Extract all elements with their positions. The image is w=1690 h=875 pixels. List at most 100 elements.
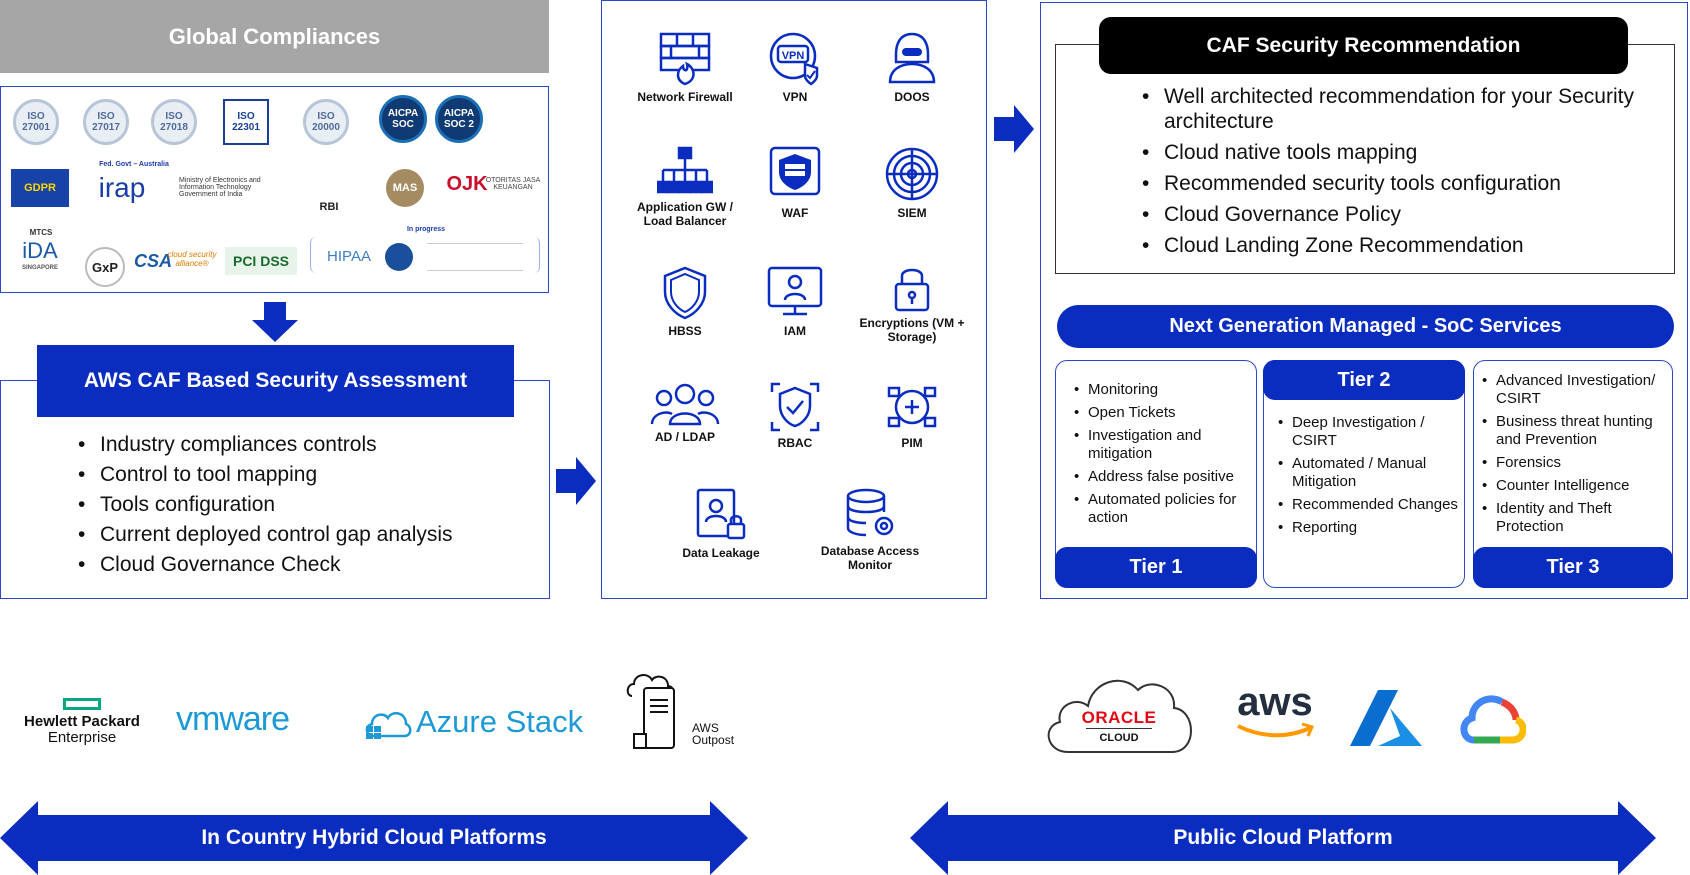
iso-20000-badge: ISO 20000	[303, 99, 349, 145]
hipaa-logo: HIPAA	[327, 247, 371, 265]
tool-encryptions: Encryptions (VM + Storage)	[852, 264, 972, 344]
waf-icon	[769, 146, 821, 196]
pci-dss-logo: PCI DSS	[225, 247, 297, 275]
list-item: Current deployed control gap analysis	[78, 520, 453, 550]
ojk-caption: OTORITAS JASA KEUANGAN	[485, 177, 541, 191]
tool-network-firewall: Network Firewall	[625, 30, 745, 104]
tool-waf: WAF	[735, 146, 855, 220]
list-item: Tools configuration	[78, 490, 453, 520]
iso-27018-badge: ISO 27018	[151, 99, 197, 145]
irap-logo: irap	[98, 172, 146, 203]
mtcs-caption: MTCS	[29, 227, 53, 237]
aws-outpost-name: AWS Outpost	[692, 721, 735, 747]
caf-assessment-list: Industry compliances controls Control to…	[78, 430, 453, 580]
shield-icon	[663, 266, 707, 320]
list-item: Advanced Investigation/ CSIRT	[1482, 372, 1672, 408]
public-double-arrow	[910, 801, 1656, 875]
svg-text:VPN: VPN	[782, 50, 805, 62]
list-item: Automated policies for action	[1074, 491, 1254, 527]
soc-services-title: Next Generation Managed - SoC Services	[1057, 305, 1674, 348]
siem-icon	[885, 147, 939, 201]
hpe-logo: Hewlett Packard Enterprise	[20, 698, 144, 746]
azure-stack-name: Azure Stack	[416, 704, 584, 739]
caf-assessment-title: AWS CAF Based Security Assessment	[37, 345, 514, 417]
aws-smile-icon	[1237, 722, 1315, 738]
hybrid-band-label: In Country Hybrid Cloud Platforms	[201, 826, 547, 849]
padlock-icon	[894, 268, 930, 312]
in-progress-label: In progress	[406, 225, 446, 233]
tool-pim: PIM	[852, 382, 972, 450]
ida-logo: iDA	[22, 238, 58, 263]
tool-doos: DOOS	[852, 30, 972, 104]
right-arrow-icon	[994, 105, 1034, 153]
emblem-logo	[427, 243, 523, 271]
global-compliances-title: Global Compliances	[0, 0, 549, 73]
list-item: Cloud Governance Policy	[1142, 202, 1662, 227]
vmware-logo: vmware	[176, 700, 290, 738]
aws-name: aws	[1237, 680, 1313, 724]
right-arrow-icon	[556, 457, 596, 505]
load-balancer-icon	[657, 146, 713, 194]
aicpa-soc2-badge: AICPA SOC 2	[435, 95, 483, 143]
oracle-cloud-caption: CLOUD	[1099, 732, 1139, 744]
tier2-list: Deep Investigation / CSIRT Automated / M…	[1278, 414, 1458, 542]
rbac-icon	[770, 382, 820, 432]
azure-icon	[1350, 690, 1422, 746]
tool-iam: IAM	[735, 264, 855, 338]
tier2-label: Tier 2	[1263, 360, 1465, 400]
csa-caption: cloud security alliance®	[167, 250, 217, 268]
hpe-mark-icon	[63, 698, 101, 710]
list-item: Counter Intelligence	[1482, 477, 1672, 495]
iso-22301-badge: ISO 22301	[223, 99, 269, 145]
aicpa-soc-badge: AICPA SOC	[379, 95, 427, 143]
meity-logo: Ministry of Electronics and Information …	[179, 176, 261, 198]
list-item: Industry compliances controls	[78, 430, 453, 460]
hybrid-double-arrow	[0, 801, 748, 875]
azure-stack-logo: Azure Stack	[362, 700, 583, 744]
server-cloud-icon	[626, 674, 675, 749]
iso-27017-badge: ISO 27017	[83, 99, 129, 145]
database-icon	[846, 488, 894, 537]
oracle-cloud-logo: ORACLE CLOUD	[1038, 666, 1200, 758]
list-item: Open Tickets	[1074, 404, 1254, 422]
list-item: Automated / Manual Mitigation	[1278, 455, 1458, 491]
list-item: Recommended security tools configuration	[1142, 171, 1662, 196]
iso-27001-badge: ISO 27001	[13, 99, 59, 145]
csa-logo: CSA	[133, 250, 172, 271]
tier1-label: Tier 1	[1055, 547, 1257, 588]
tier3-list: Advanced Investigation/ CSIRT Business t…	[1482, 372, 1672, 541]
gdpr-badge: GDPR	[11, 169, 69, 207]
rbi-logo: RBI	[319, 201, 339, 213]
seal-badge	[385, 243, 413, 271]
pim-icon	[887, 386, 937, 428]
down-arrow-icon	[252, 302, 298, 342]
ida-caption: SINGAPORE	[21, 265, 58, 271]
oracle-name: ORACLE	[1081, 708, 1157, 727]
list-item: Cloud Governance Check	[78, 550, 453, 580]
list-item: Forensics	[1482, 454, 1672, 472]
cloud-icon	[1047, 679, 1192, 753]
recommendation-panel	[1040, 2, 1688, 599]
ojk-logo: OJK	[446, 172, 488, 195]
compliance-logos-panel: ISO 27001 ISO 27017 ISO 27018 ISO 22301 …	[0, 86, 549, 293]
recommendation-list: Well architected recommendation for your…	[1142, 84, 1662, 264]
vpn-icon: VPN	[769, 32, 819, 86]
iam-icon	[767, 266, 823, 316]
tool-rbac: RBAC	[735, 382, 855, 450]
aws-logo: aws	[1232, 682, 1318, 743]
list-item: Identity and Theft Protection	[1482, 500, 1672, 536]
tool-ad-ldap: AD / LDAP	[625, 382, 745, 444]
tier3-label: Tier 3	[1473, 547, 1673, 588]
tier1-list: Monitoring Open Tickets Investigation an…	[1074, 381, 1254, 532]
hpe-enterprise: Enterprise	[47, 729, 117, 746]
users-icon	[650, 383, 720, 426]
tool-app-gateway: Application GW / Load Balancer	[625, 146, 745, 228]
list-item: Investigation and mitigation	[1074, 427, 1254, 463]
in-progress-bracket	[310, 237, 540, 273]
list-item: Control to tool mapping	[78, 460, 453, 490]
tool-database-access-monitor: Database Access Monitor	[810, 488, 930, 572]
google-cloud-icon	[1460, 695, 1526, 744]
list-item: Cloud Landing Zone Recommendation	[1142, 233, 1662, 258]
tool-data-leakage: Data Leakage	[661, 488, 781, 560]
cloud-windows-icon	[365, 711, 412, 739]
